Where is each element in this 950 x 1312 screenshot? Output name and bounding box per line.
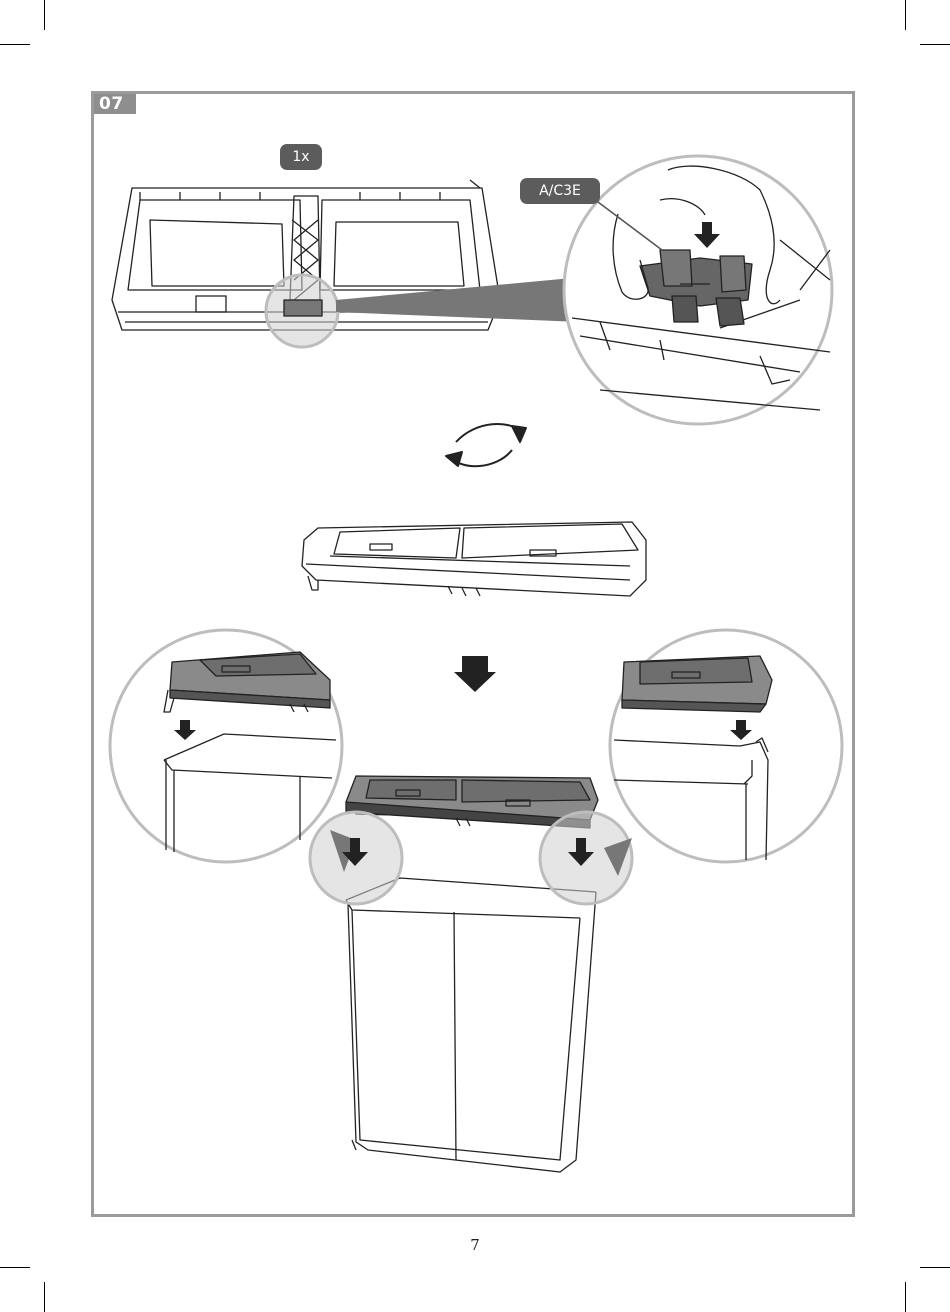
rotate-arrows-icon (446, 424, 526, 466)
down-arrow-icon (454, 656, 496, 692)
page-number: 7 (0, 1236, 950, 1254)
part-code-label: A/C3E (520, 178, 600, 204)
quantity-label: 1x (280, 144, 322, 170)
lid-middle (302, 522, 646, 596)
